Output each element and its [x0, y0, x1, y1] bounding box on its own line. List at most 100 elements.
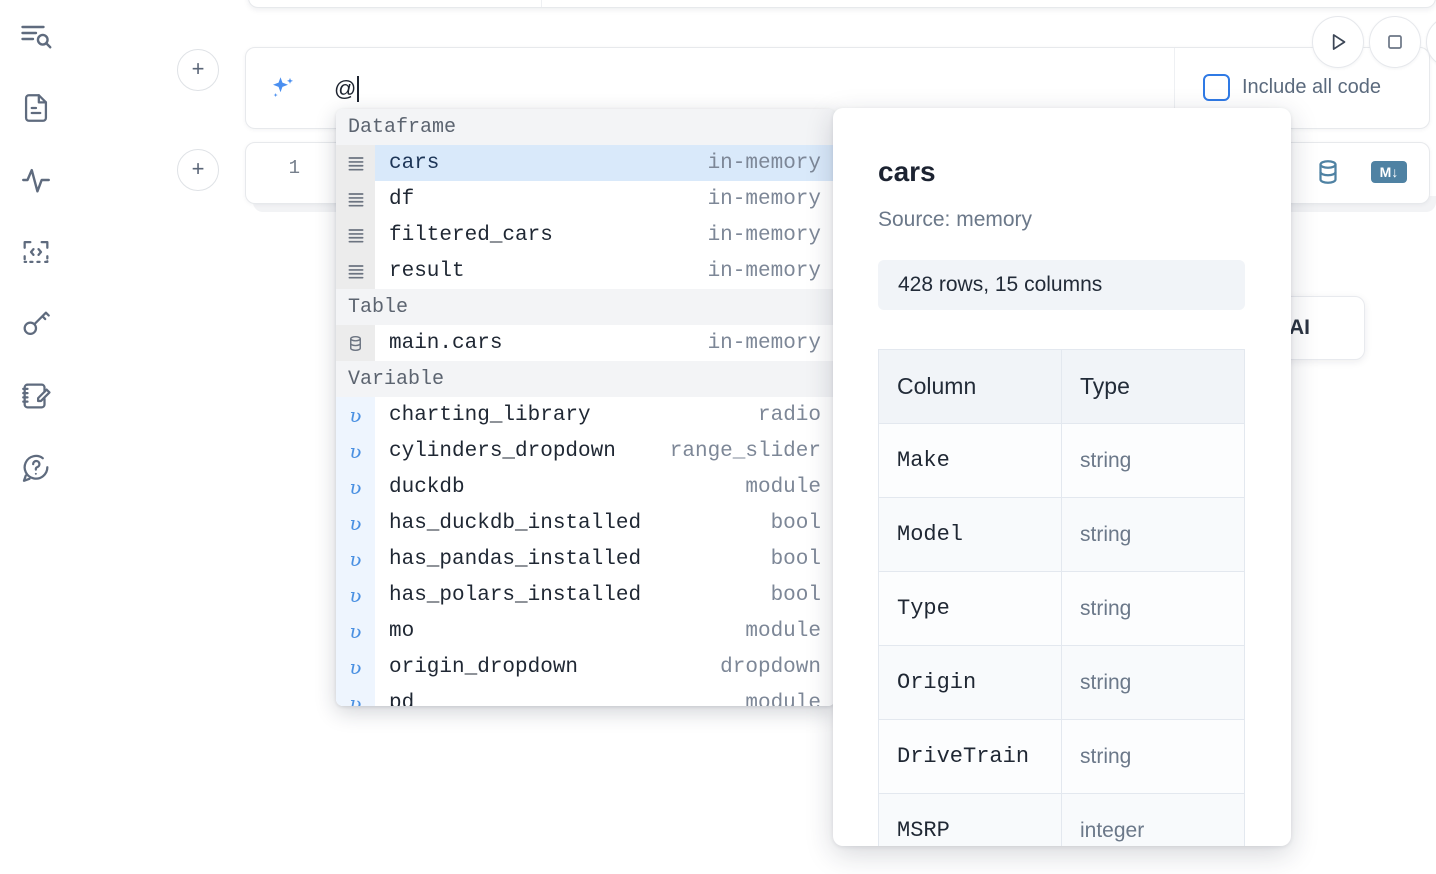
- autocomplete-item-name: cars: [389, 151, 440, 175]
- autocomplete-item-type: in-memory: [707, 187, 821, 211]
- autocomplete-item-name: has_polars_installed: [389, 583, 642, 607]
- autocomplete-item-name: has_duckdb_installed: [389, 511, 642, 535]
- explore-search-icon[interactable]: [14, 14, 58, 58]
- autocomplete-item[interactable]: ʋ has_polars_installed bool: [336, 577, 835, 613]
- detail-stats-badge: 428 rows, 15 columns: [878, 260, 1245, 310]
- variable-icon: ʋ: [336, 469, 375, 505]
- file-document-icon[interactable]: [14, 86, 58, 130]
- autocomplete-item-type: in-memory: [707, 259, 821, 283]
- detail-column-type: string: [1061, 423, 1245, 498]
- autocomplete-item-name: pd: [389, 691, 415, 707]
- autocomplete-item[interactable]: result in-memory: [336, 253, 835, 289]
- database-icon[interactable]: [1313, 157, 1343, 192]
- activity-pulse-icon[interactable]: [14, 158, 58, 202]
- variable-icon: ʋ: [336, 433, 375, 469]
- autocomplete-item-name: has_pandas_installed: [389, 547, 642, 571]
- run-button[interactable]: [1312, 16, 1364, 68]
- text-caret: [357, 76, 360, 102]
- cell-divider: [541, 0, 542, 7]
- dataframe-detail-card: cars Source: memory 428 rows, 15 columns…: [833, 108, 1291, 846]
- autocomplete-item-name: filtered_cars: [389, 223, 553, 247]
- key-icon[interactable]: [14, 302, 58, 346]
- autocomplete-item-type: dropdown: [720, 655, 821, 679]
- add-cell-above-button[interactable]: +: [177, 49, 219, 91]
- autocomplete-item-name: origin_dropdown: [389, 655, 579, 679]
- autocomplete-dropdown: Dataframe cars in-memory df in-memory filtere…: [336, 109, 835, 706]
- previous-cell-card: [248, 0, 1436, 8]
- dataframe-icon: [336, 253, 375, 289]
- sparkles-icon: [268, 74, 298, 104]
- detail-title: cars: [878, 156, 936, 187]
- code-line-number: 1: [288, 157, 300, 179]
- autocomplete-item-type: module: [745, 475, 821, 499]
- dataframe-icon: [336, 217, 375, 253]
- detail-table-header-type: Type: [1061, 349, 1245, 424]
- autocomplete-item-type: bool: [770, 511, 821, 535]
- autocomplete-item-type: bool: [770, 547, 821, 571]
- autocomplete-item-type: radio: [757, 403, 821, 427]
- autocomplete-item-name: cylinders_dropdown: [389, 439, 616, 463]
- autocomplete-item[interactable]: ʋ origin_dropdown dropdown: [336, 649, 835, 685]
- add-cell-below-button[interactable]: +: [177, 149, 219, 191]
- autocomplete-group-header: Dataframe: [336, 109, 835, 145]
- detail-column-type: string: [1061, 571, 1245, 646]
- autocomplete-item[interactable]: cars in-memory: [336, 145, 835, 181]
- detail-column-name: Origin: [878, 645, 1062, 720]
- include-all-code-label: Include all code: [1242, 76, 1381, 98]
- autocomplete-item-name: result: [389, 259, 465, 283]
- variable-icon: ʋ: [336, 505, 375, 541]
- detail-column-name: MSRP: [878, 793, 1062, 846]
- ai-prompt-input[interactable]: @: [334, 72, 1134, 106]
- autocomplete-item-type: in-memory: [707, 151, 821, 175]
- markdown-icon[interactable]: M↓: [1371, 159, 1407, 190]
- detail-column-type: string: [1061, 719, 1245, 794]
- detail-column-type: string: [1061, 497, 1245, 572]
- autocomplete-item-name: duckdb: [389, 475, 465, 499]
- autocomplete-item-type: in-memory: [707, 331, 821, 355]
- variable-icon: ʋ: [336, 685, 375, 706]
- help-question-icon[interactable]: [14, 446, 58, 490]
- autocomplete-item-type: module: [745, 619, 821, 643]
- autocomplete-item-type: module: [745, 691, 821, 707]
- autocomplete-item[interactable]: df in-memory: [336, 181, 835, 217]
- code-snippet-icon[interactable]: [14, 230, 58, 274]
- variable-icon: ʋ: [336, 613, 375, 649]
- dataframe-icon: [336, 181, 375, 217]
- code-cell-actions: M↓: [1313, 157, 1407, 192]
- scratchpad-edit-icon[interactable]: [14, 374, 58, 418]
- autocomplete-item-name: charting_library: [389, 403, 591, 427]
- autocomplete-item[interactable]: ʋ has_duckdb_installed bool: [336, 505, 835, 541]
- autocomplete-list[interactable]: Dataframe cars in-memory df in-memory filtere…: [336, 109, 835, 706]
- autocomplete-item-type: bool: [770, 583, 821, 607]
- include-all-code-row[interactable]: Include all code: [1203, 74, 1381, 101]
- table-database-icon: [336, 325, 375, 361]
- stop-button[interactable]: [1369, 16, 1421, 68]
- autocomplete-item-name: df: [389, 187, 415, 211]
- variable-icon: ʋ: [336, 577, 375, 613]
- detail-column-name: Make: [878, 423, 1062, 498]
- detail-column-type: string: [1061, 645, 1245, 720]
- dataframe-icon: [336, 145, 375, 181]
- include-all-code-checkbox[interactable]: [1203, 74, 1230, 101]
- variable-icon: ʋ: [336, 649, 375, 685]
- detail-column-name: Model: [878, 497, 1062, 572]
- autocomplete-group-header: Variable: [336, 361, 835, 397]
- autocomplete-group-header: Table: [336, 289, 835, 325]
- ai-prompt-inner: @ Include all code: [246, 48, 1429, 130]
